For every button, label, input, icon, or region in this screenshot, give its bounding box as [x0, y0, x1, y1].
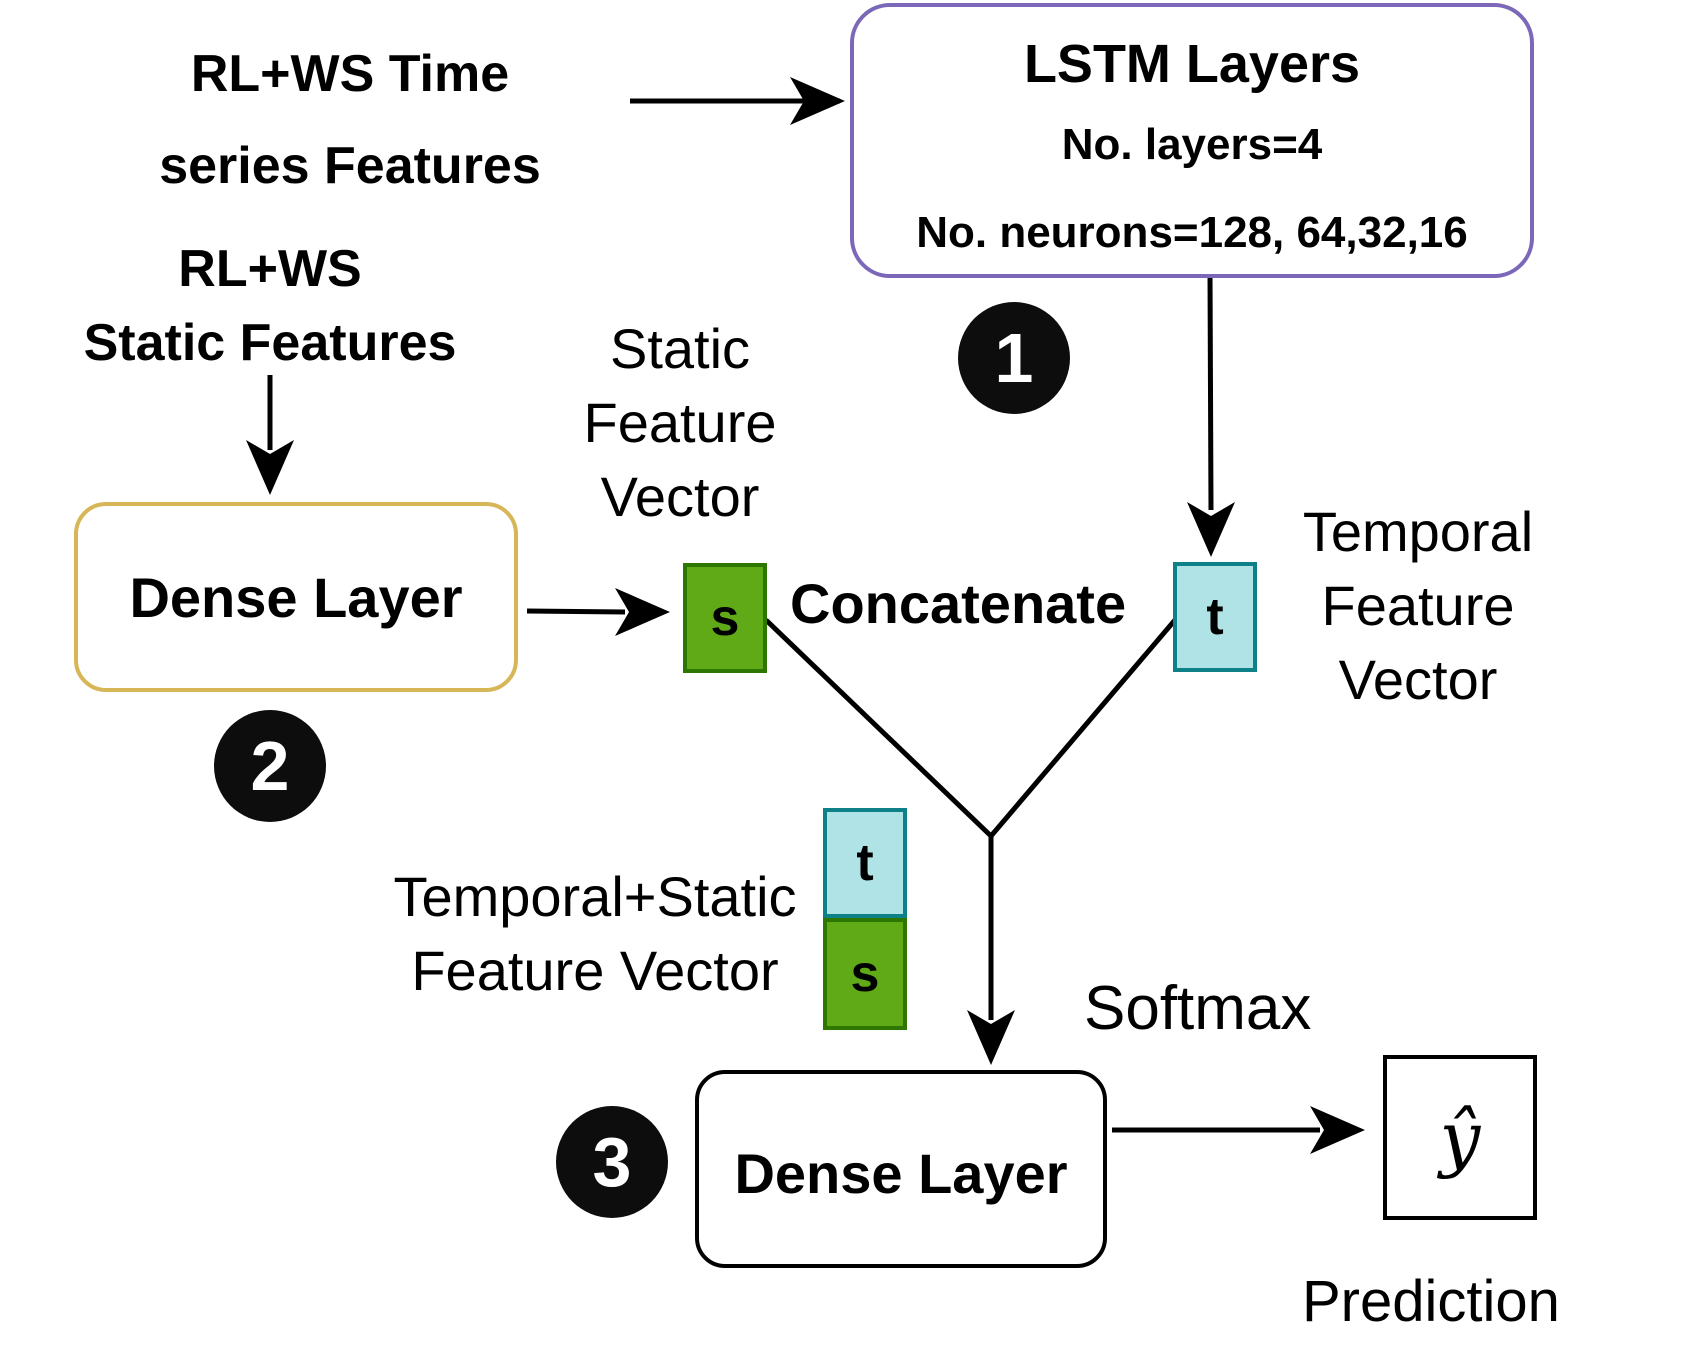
concatenate-label: Concatenate	[790, 572, 1127, 635]
static-vector-block: s	[683, 563, 767, 673]
merge-line-static	[764, 618, 993, 838]
combined-temporal-block: t	[823, 808, 907, 918]
timeseries-features-label: RL+WS Time series Features	[90, 28, 610, 212]
dense-layer-combined-label: Dense Layer	[734, 1141, 1068, 1205]
dense-layer-static-label: Dense Layer	[129, 565, 463, 629]
dense-layer-static: Dense Layer	[74, 502, 518, 692]
prediction-output-box: ŷ	[1383, 1055, 1537, 1220]
step-marker-1: 1	[958, 302, 1070, 414]
static-features-label: RL+WS Static Features	[20, 232, 520, 380]
static-line-1: RL+WS	[178, 240, 362, 298]
arrow-dense-to-static-vector	[526, 608, 626, 615]
temporal-vector-line-1: Temporal	[1302, 500, 1534, 563]
static-vector-line-2: Feature	[583, 391, 777, 454]
static-vector-line-1: Static	[609, 317, 751, 380]
timeseries-line-1: RL+WS Time	[190, 45, 510, 103]
combined-feature-vector-label: Temporal+Static Feature Vector	[370, 860, 820, 1008]
lstm-neuron-counts: No. neurons=128, 64,32,16	[916, 208, 1468, 257]
combined-vector-line-1: Temporal+Static	[393, 865, 797, 928]
timeseries-line-2: series Features	[159, 137, 541, 195]
temporal-vector-line-3: Vector	[1338, 648, 1498, 711]
dense-layer-combined: Dense Layer	[695, 1070, 1107, 1268]
softmax-label: Softmax	[1084, 974, 1312, 1043]
combined-vector-line-2: Feature Vector	[411, 939, 779, 1002]
temporal-feature-vector-label: Temporal Feature Vector	[1268, 495, 1568, 717]
prediction-label: Prediction	[1302, 1269, 1560, 1334]
step-marker-2: 2	[214, 710, 326, 822]
static-vector-line-3: Vector	[600, 465, 760, 528]
lstm-title: LSTM Layers	[1023, 34, 1361, 94]
step-marker-3: 3	[556, 1106, 668, 1218]
lstm-layer-count: No. layers=4	[1061, 120, 1323, 169]
merge-line-temporal	[989, 618, 1177, 838]
static-feature-vector-label: Static Feature Vector	[540, 312, 820, 534]
static-line-2: Static Features	[83, 314, 457, 372]
lstm-layers-box: LSTM Layers No. layers=4 No. neurons=128…	[850, 3, 1534, 278]
temporal-vector-line-2: Feature	[1321, 574, 1515, 637]
prediction-symbol: ŷ	[1439, 1095, 1481, 1180]
combined-static-block: s	[823, 918, 907, 1030]
arrow-lstm-to-temporal-vector	[1207, 272, 1214, 511]
temporal-vector-block: t	[1173, 562, 1257, 672]
